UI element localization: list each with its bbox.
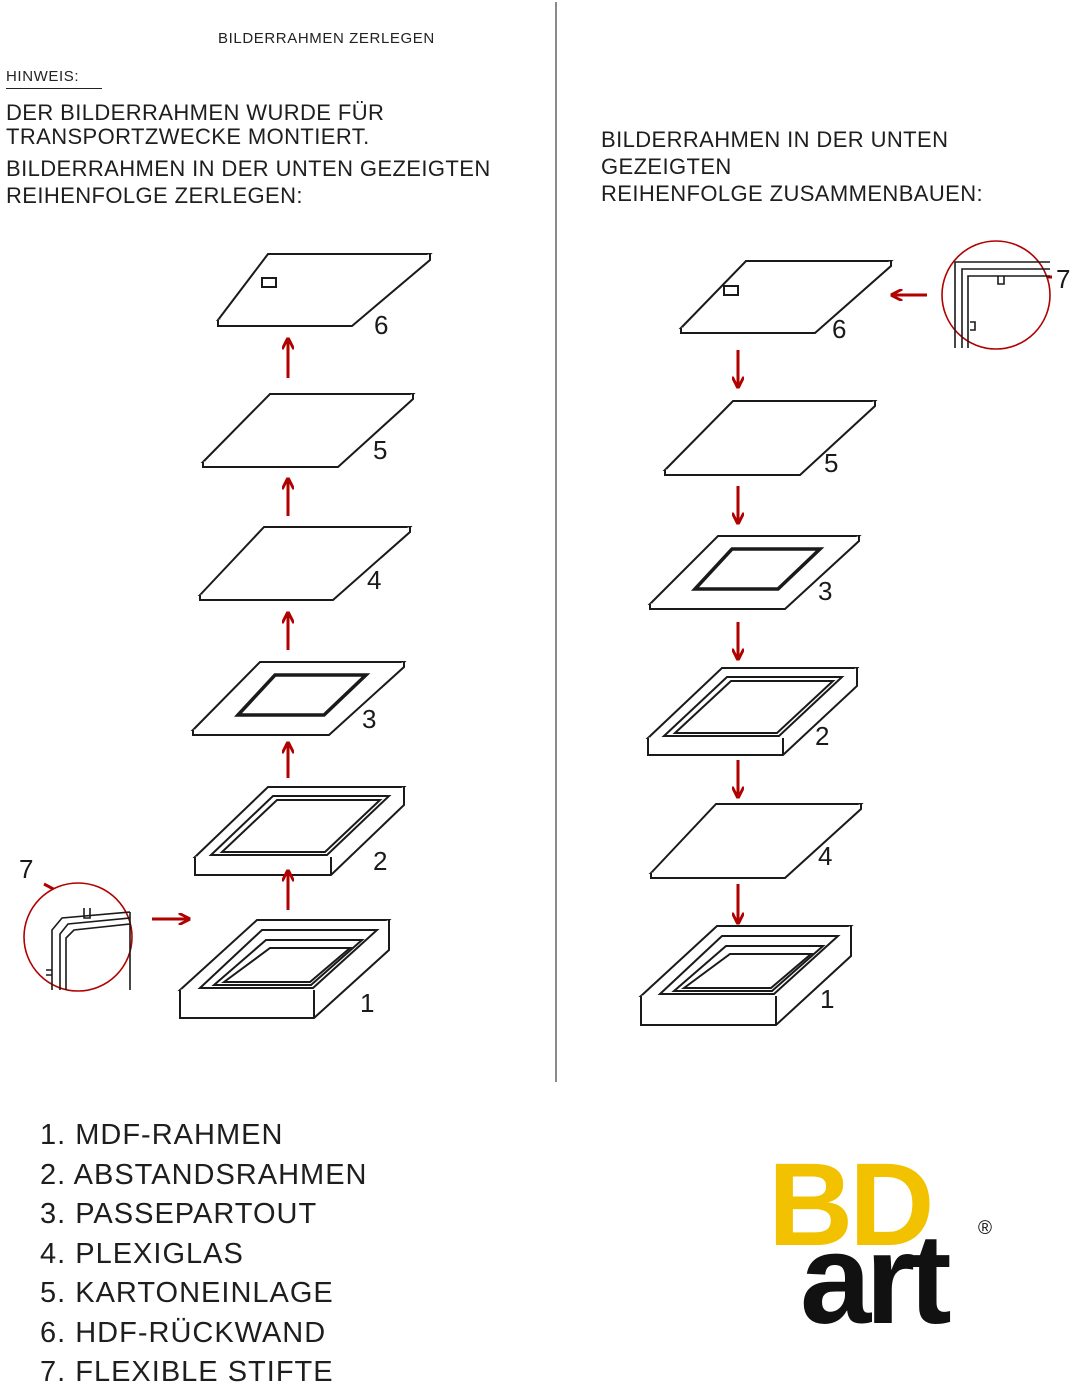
left-part-3-passepartout (190, 661, 407, 736)
parts-legend: 1. MDF-RAHMEN 2. ABSTANDSRAHMEN 3. PASSE… (40, 1116, 367, 1393)
left-line-1: DER BILDERRAHMEN WURDE FÜR (6, 100, 385, 125)
right-number-4: 4 (818, 841, 832, 871)
legend-item-5: 5. KARTONEINLAGE (40, 1277, 334, 1309)
legend-item-7: 7. FLEXIBLE STIFTE (40, 1356, 334, 1388)
left-part-6-backboard (215, 253, 433, 327)
legend-item-4: 4. PLEXIGLAS (40, 1237, 244, 1270)
left-number-1: 1 (360, 988, 374, 1018)
page-title: BILDERRAHMEN ZERLEGEN (218, 30, 435, 47)
right-number-6: 6 (832, 314, 846, 344)
column-divider (555, 2, 557, 1082)
left-line-4: REIHENFOLGE ZERLEGEN: (6, 183, 303, 208)
right-number-7: 7 (1056, 264, 1070, 294)
left-part-1-mdf (177, 919, 392, 1019)
right-line-2: REIHENFOLGE ZUSAMMENBAUEN: (601, 181, 984, 206)
right-part-4-plexiglass (648, 803, 864, 879)
left-instructions: DER BILDERRAHMEN WURDE FÜR TRANSPORTZWEC… (6, 101, 491, 209)
right-part-3-passepartout (647, 535, 862, 610)
right-number-3: 3 (818, 576, 832, 606)
right-part-1-mdf (638, 925, 854, 1026)
right-arrows (738, 277, 1052, 922)
left-number-3: 3 (362, 704, 376, 734)
right-pins-detail (941, 240, 1051, 350)
left-pins-detail (23, 882, 133, 992)
left-number-7: 7 (19, 854, 33, 884)
legend-item-6: 6. HDF-RÜCKWAND (40, 1316, 327, 1349)
right-number-5: 5 (824, 448, 838, 478)
legend-item-3: 3. PASSEPARTOUT (40, 1198, 318, 1230)
assembly-diagram: 6 5 4 3 2 1 7 (19, 240, 1070, 1026)
right-line-1: BILDERRAHMEN IN DER UNTEN GEZEIGTEN (601, 127, 949, 179)
left-part-2-spacer (192, 786, 407, 876)
right-part-5-cardboard (662, 400, 878, 476)
logo-art: art (800, 1208, 952, 1351)
right-instructions: BILDERRAHMEN IN DER UNTEN GEZEIGTEN REIH… (601, 126, 1080, 207)
left-number-4: 4 (367, 565, 381, 595)
legend-item-1: 1. MDF-RAHMEN (40, 1119, 284, 1151)
left-part-5-cardboard (200, 393, 416, 468)
left-line-3: BILDERRAHMEN IN DER UNTEN GEZEIGTEN (6, 156, 491, 181)
left-number-6: 6 (374, 310, 388, 340)
left-line-2: TRANSPORTZWECKE MONTIERT. (6, 124, 370, 149)
left-part-4-plexiglass (197, 526, 413, 601)
right-number-1: 1 (820, 984, 834, 1014)
legend-item-2: 2. ABSTANDSRAHMEN (40, 1158, 368, 1191)
logo-bd: BD (768, 1139, 934, 1271)
hinweis-label: HINWEIS: (6, 68, 102, 89)
right-part-numbers: 6 5 3 2 4 1 7 (815, 264, 1070, 1014)
left-part-numbers: 6 5 4 3 2 1 7 (19, 310, 388, 1018)
right-number-2: 2 (815, 721, 829, 751)
right-part-2-spacer (645, 667, 860, 756)
left-number-2: 2 (373, 846, 387, 876)
left-number-5: 5 (373, 435, 387, 465)
registered-mark: ® (978, 1218, 992, 1239)
right-part-6-backboard (678, 260, 894, 334)
